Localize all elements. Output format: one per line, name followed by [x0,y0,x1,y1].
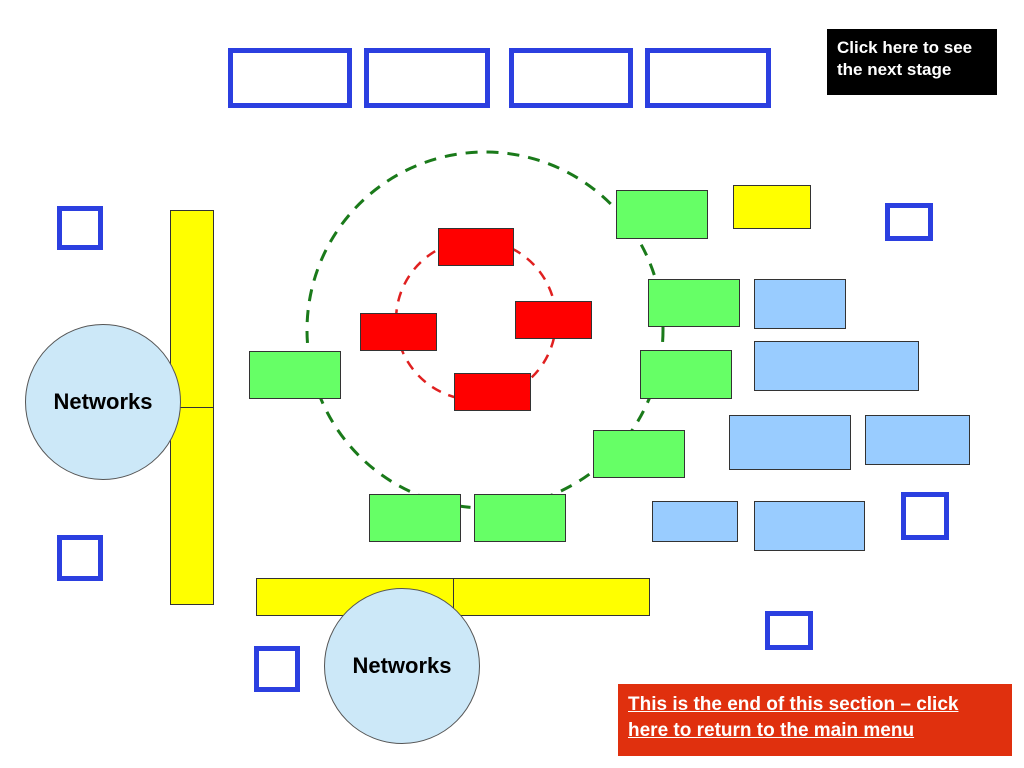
lightblue-box-1 [754,279,846,329]
green-box-right-2 [640,350,732,399]
small-frame-bottom-left [254,646,300,692]
lightblue-box-6 [754,501,865,551]
small-frame-right-middle [901,492,949,540]
vertical-bar-upper [170,210,214,408]
networks-circle-left: Networks [25,324,181,480]
green-box-top-right [616,190,708,239]
green-box-right-3 [593,430,685,478]
vertical-bar-lower [170,407,214,605]
networks-left-label: Networks [53,389,153,414]
top-frame-1 [228,48,352,108]
top-frame-2 [364,48,490,108]
small-frame-left-bottom [57,535,103,581]
small-frame-left-top [57,206,103,250]
networks-bottom-label: Networks [352,653,452,678]
networks-circle-bottom: Networks [324,588,480,744]
small-frame-right-bottom [765,611,813,650]
small-frame-right-top [885,203,933,241]
lightblue-box-5 [652,501,738,542]
red-box-right [515,301,592,339]
top-frame-4 [645,48,771,108]
red-box-top [438,228,514,266]
lightblue-box-2 [754,341,919,391]
green-box-bottom-1 [369,494,461,542]
lightblue-box-3 [729,415,851,470]
yellow-box-top-right [733,185,811,229]
return-to-menu-link[interactable]: This is the end of this section – click … [618,684,1012,756]
green-box-bottom-2 [474,494,566,542]
lightblue-box-4 [865,415,970,465]
red-box-left [360,313,437,351]
next-stage-button[interactable]: Click here to see the next stage [827,29,997,95]
red-box-bottom [454,373,531,411]
green-box-right-1 [648,279,740,327]
horizontal-bar-right [453,578,650,616]
top-frame-3 [509,48,633,108]
green-box-left [249,351,341,399]
